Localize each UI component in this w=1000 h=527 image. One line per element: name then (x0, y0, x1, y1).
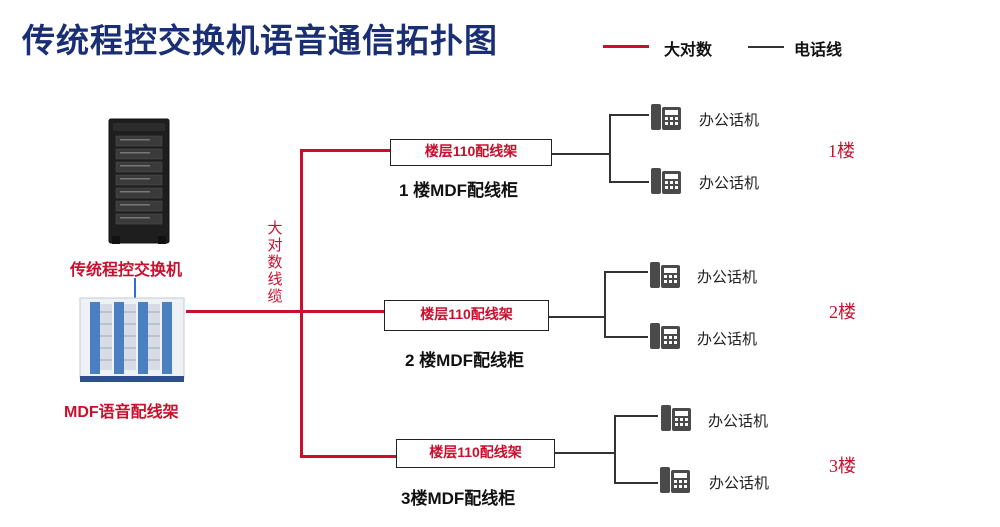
backbone-floor1-line (300, 149, 390, 152)
floor2-distribution-box: 楼层110配线架 (384, 300, 549, 331)
desk-phone-icon (661, 405, 691, 431)
desk-phone-icon (651, 168, 681, 194)
floor3-phone1-label: 办公话机 (708, 413, 769, 430)
floor3-phone1-line (614, 415, 658, 417)
floor2-phone1-line (604, 271, 648, 273)
floor3-phone2-label: 办公话机 (709, 475, 770, 492)
floor1-phone-link (552, 153, 610, 155)
floor1-phone2-label: 办公话机 (699, 175, 760, 192)
floor2-phone2-label: 办公话机 (697, 331, 758, 348)
switch-label: 传统程控交换机 (70, 262, 183, 279)
legend-red-line (603, 45, 649, 48)
cable-label: 大对数线缆 (267, 220, 283, 305)
desk-phone-icon (650, 262, 680, 288)
desk-phone-icon (651, 104, 681, 130)
switch-mdf-link (134, 278, 136, 300)
floor1-distribution-box: 楼层110配线架 (390, 139, 552, 166)
floor2-phone-link (549, 316, 605, 318)
floor1-phone2-line (609, 181, 649, 183)
mdf-frame-icon (79, 297, 185, 382)
backbone-vertical-line (300, 149, 303, 457)
floor1-phone1-line (609, 114, 649, 116)
floor1-phone1-label: 办公话机 (699, 112, 760, 129)
floor3-phone2-line (614, 482, 658, 484)
floor2-phone1-label: 办公话机 (697, 269, 758, 286)
backbone-main-line (186, 310, 384, 313)
legend-red-label: 大对数 (664, 42, 713, 59)
floor3-distribution-box: 楼层110配线架 (396, 439, 555, 468)
floor1-phone-branch (609, 114, 611, 182)
floor1-cabinet-label: 1 楼MDF配线柜 (399, 181, 518, 200)
floor3-level-label: 3楼 (829, 456, 856, 476)
floor2-phone-branch (604, 271, 606, 337)
floor2-phone2-line (604, 336, 648, 338)
desk-phone-icon (660, 467, 690, 493)
floor1-level-label: 1楼 (828, 141, 855, 161)
backbone-floor3-line (300, 455, 396, 458)
mdf-label: MDF语音配线架 (64, 404, 179, 421)
floor2-cabinet-label: 2 楼MDF配线柜 (405, 351, 524, 370)
floor3-phone-branch (614, 415, 616, 483)
switch-cabinet-icon (108, 118, 170, 244)
floor2-level-label: 2楼 (829, 302, 856, 322)
desk-phone-icon (650, 323, 680, 349)
legend-black-line (748, 46, 784, 48)
floor3-phone-link (555, 452, 615, 454)
legend-black-label: 电话线 (794, 42, 843, 59)
page-title: 传统程控交换机语音通信拓扑图 (22, 22, 498, 59)
floor3-cabinet-label: 3楼MDF配线柜 (401, 489, 516, 508)
